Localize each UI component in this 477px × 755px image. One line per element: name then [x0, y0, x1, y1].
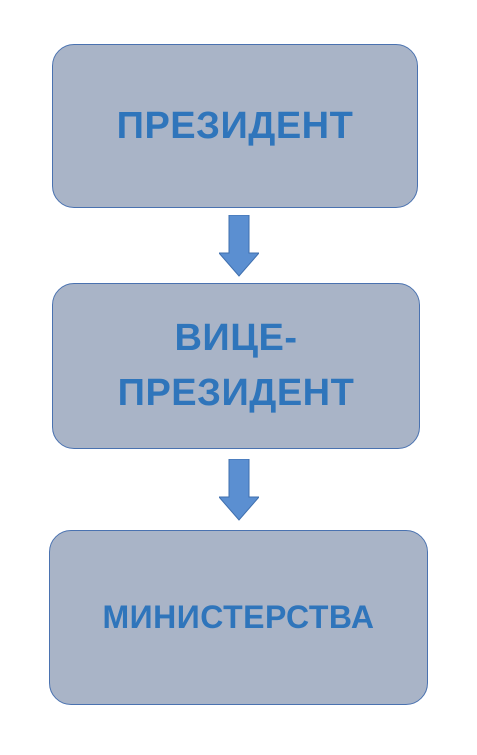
node-president-label: ПРЕЗИДЕНТ: [116, 104, 354, 147]
node-president: ПРЕЗИДЕНТ: [52, 44, 418, 208]
node-vice-president-label-line2: ПРЕЗИДЕНТ: [117, 372, 355, 414]
arrow-down-icon: [219, 215, 259, 277]
node-vice-president-label-line1: ВИЦЕ-: [174, 316, 298, 359]
node-vice-president: ВИЦЕ- ПРЕЗИДЕНТ: [52, 283, 420, 449]
node-ministries-label: МИНИСТЕРСТВА: [102, 599, 375, 635]
arrow-down-icon: [219, 459, 259, 521]
node-ministries: МИНИСТЕРСТВА: [49, 530, 428, 705]
